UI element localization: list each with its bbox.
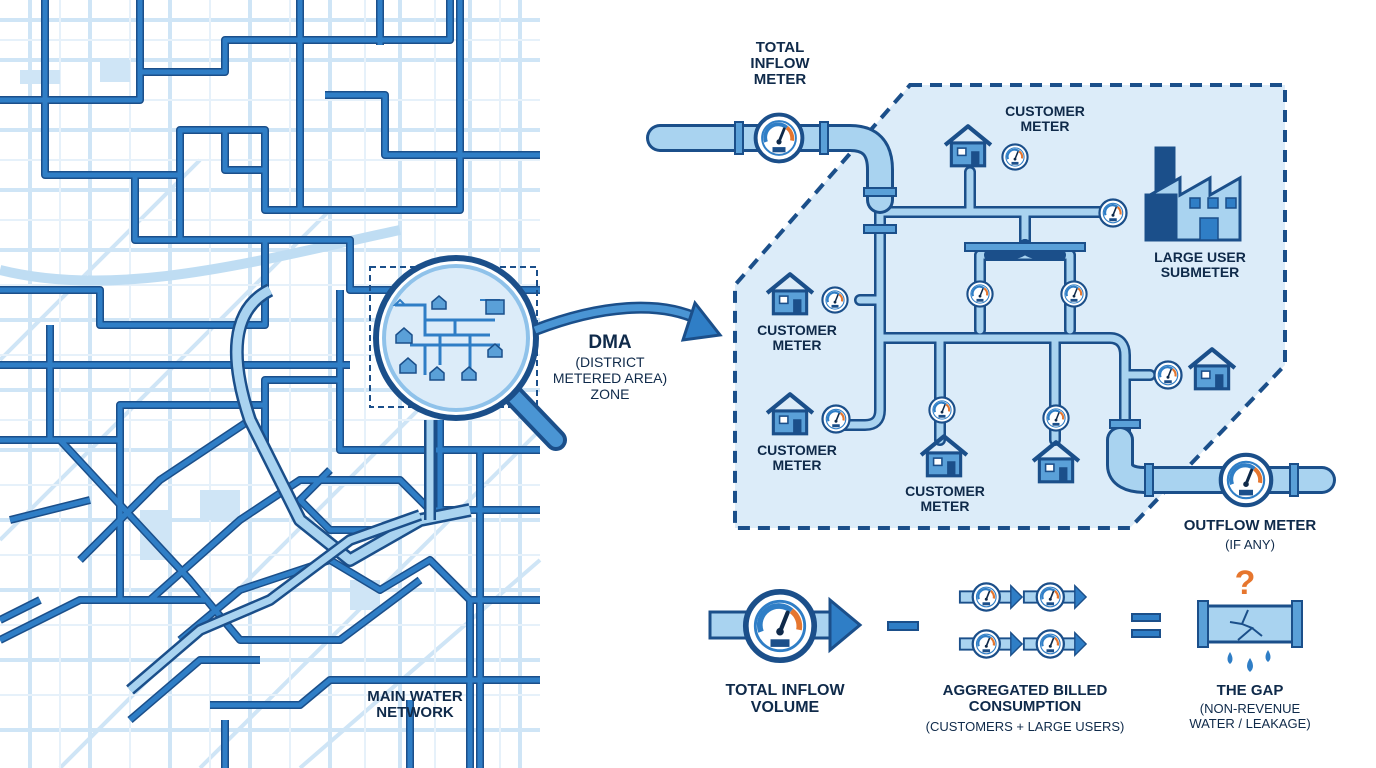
eq-label-gap-note: (NON-REVENUE WATER / LEAKAGE) <box>1175 701 1325 732</box>
label-main-network: MAIN WATER NETWORK <box>360 689 470 721</box>
label-line: CUSTOMER <box>757 322 837 338</box>
label-line: VOLUME <box>750 698 820 716</box>
label-customer-meter-bottom: CUSTOMER METER <box>890 484 1000 513</box>
label-dma-sub: (DISTRICT METERED AREA) ZONE <box>545 354 675 402</box>
label-line: ZONE <box>590 386 630 403</box>
label-large-user-submeter: LARGE USER SUBMETER <box>1140 250 1260 279</box>
label-line: METER <box>772 336 822 353</box>
label-line: NETWORK <box>376 703 454 721</box>
label-line: (NON-REVENUE <box>1199 701 1301 716</box>
label-dma-title: DMA <box>588 332 632 353</box>
label-line: METER <box>753 70 807 88</box>
label-line: INFLOW <box>750 54 810 72</box>
label-line: METERED AREA) <box>552 370 668 387</box>
label-line: WATER / LEAKAGE) <box>1189 715 1311 731</box>
factory-icon <box>1144 146 1242 242</box>
eq-label-billed: AGGREGATED BILLED CONSUMPTION <box>925 683 1125 715</box>
label-line: TOTAL <box>755 39 805 56</box>
outflow-meter-gauge <box>1221 455 1271 505</box>
magnifier-icon <box>373 255 567 451</box>
billed-meters-icon <box>960 583 1086 657</box>
label-line: METER <box>1020 117 1070 134</box>
label-customer-meter-left2: CUSTOMER METER <box>742 443 852 472</box>
main-pipe-network <box>0 0 540 768</box>
label-outflow-note: (IF ANY) <box>1225 537 1275 552</box>
label-line: TOTAL INFLOW <box>725 682 845 699</box>
eq-inflow-icon <box>708 592 863 660</box>
label-outflow-meter: OUTFLOW METER <box>1170 518 1330 534</box>
label-total-inflow-meter: TOTAL INFLOW METER <box>730 40 830 87</box>
label-line: MAIN WATER <box>367 688 463 705</box>
eq-label-inflow: TOTAL INFLOW VOLUME <box>700 682 870 717</box>
label-line: CONSUMPTION <box>968 697 1082 715</box>
label-line: METER <box>772 456 822 473</box>
label-line: CUSTOMER <box>1005 103 1085 119</box>
label-line: METER <box>920 497 970 514</box>
label-line: AGGREGATED BILLED <box>942 682 1108 699</box>
inflow-meter-gauge <box>753 112 805 164</box>
equals-sign <box>1131 613 1161 638</box>
label-customer-meter-top: CUSTOMER METER <box>990 104 1100 133</box>
eq-label-gap: THE GAP <box>1216 682 1284 699</box>
label-line: CUSTOMER <box>905 483 985 499</box>
leaking-pipe-icon <box>1197 600 1303 672</box>
eq-label-billed-note: (CUSTOMERS + LARGE USERS) <box>925 719 1125 734</box>
label-line: CUSTOMER <box>757 442 837 458</box>
label-line: OUTFLOW METER <box>1183 517 1317 534</box>
label-line: LARGE USER <box>1154 249 1246 265</box>
label-line: SUBMETER <box>1160 263 1240 280</box>
minus-sign <box>887 621 919 631</box>
label-customer-meter-left1: CUSTOMER METER <box>742 323 852 352</box>
label-line: (DISTRICT <box>575 354 645 370</box>
question-mark-icon: ? <box>1234 564 1256 602</box>
